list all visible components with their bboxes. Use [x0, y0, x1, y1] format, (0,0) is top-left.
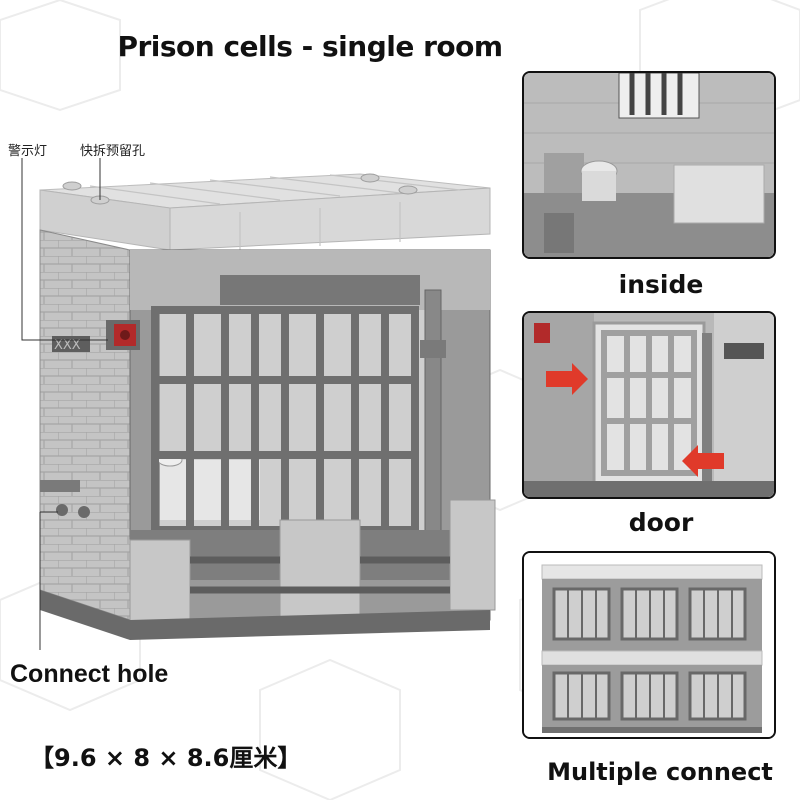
svg-text:XXX: XXX [54, 338, 81, 353]
inside-caption: inside [618, 270, 704, 299]
multiple-connect-image [522, 551, 776, 739]
inside-view-image [522, 71, 776, 259]
prison-cell-model-image: XXX [39, 173, 496, 640]
door-view-image [522, 311, 776, 499]
door-caption: door [628, 508, 694, 537]
quick-release-hole-label: 快拆预留孔 [80, 144, 146, 159]
page-title: Prison cells - single room [117, 30, 503, 63]
connect-hole-label: Connect hole [10, 660, 169, 688]
multiple-connect-caption: Multiple connect [547, 758, 773, 786]
warning-light-label: 警示灯 [8, 144, 48, 159]
dimensions-label: 【9.6 × 8 × 8.6厘米】 [30, 744, 302, 772]
